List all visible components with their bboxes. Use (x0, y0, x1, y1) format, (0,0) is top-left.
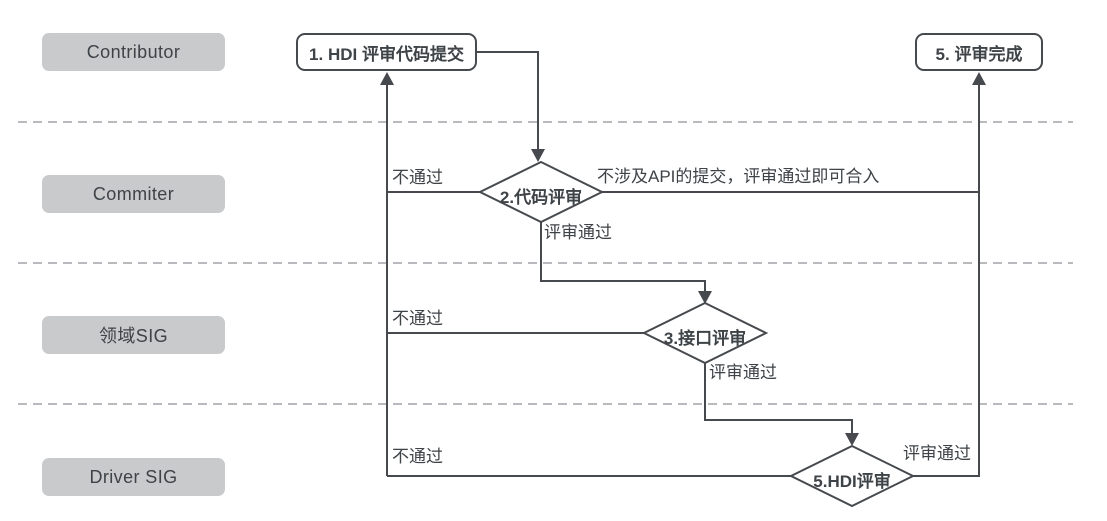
hdi-review-diamond (788, 444, 916, 508)
hdi-review-diamond-label: 5.HDI评审 (813, 472, 891, 491)
arrowhead-into-interface-review (698, 291, 712, 304)
arrowhead-into-code-review (531, 149, 545, 162)
lane-label-commiter-text: Commiter (92, 183, 175, 204)
arrowhead-into-submit (380, 72, 394, 85)
lane-label-contributor-text: Contributor (86, 41, 181, 62)
hdi-review-pass-label: 评审通过 (903, 444, 971, 463)
arrowheads (380, 72, 986, 446)
complete-node-label: 5. 评审完成 (935, 44, 1023, 64)
edge-hdi-review-pass (913, 85, 980, 477)
code-review-diamond (477, 160, 605, 224)
edge-submit-to-code-review (477, 51, 539, 150)
decision-diamonds (477, 160, 916, 508)
interface-review-pass-label: 评审通过 (709, 363, 777, 382)
code-review-diamond-label: 2.代码评审 (499, 188, 583, 207)
arrowhead-into-hdi-review (845, 433, 859, 446)
edge-interface-review-pass (704, 363, 853, 434)
hdi-review-fail-label: 不通过 (392, 447, 443, 466)
lane-separators (18, 121, 1073, 405)
interface-review-fail-label: 不通过 (392, 309, 443, 328)
connectors (386, 51, 980, 477)
submit-node: 1. HDI 评审代码提交 (296, 33, 477, 71)
no-api-note-label: 不涉及API的提交，评审通过即可合入 (597, 167, 880, 186)
lane-label-contributor: Contributor (42, 33, 225, 71)
edge-code-review-pass (540, 222, 706, 292)
lane-label-commiter: Commiter (42, 175, 225, 213)
lane-label-driver-sig: Driver SIG (42, 458, 225, 496)
lane-label-domain-sig: 领域SIG (42, 316, 225, 354)
lane-label-domain-sig-text: 领域SIG (98, 326, 168, 346)
code-review-fail-label: 不通过 (392, 168, 443, 187)
submit-node-label: 1. HDI 评审代码提交 (309, 44, 464, 64)
code-review-pass-label: 评审通过 (544, 223, 612, 242)
arrowhead-into-complete (972, 72, 986, 85)
lane-label-driver-sig-text: Driver SIG (89, 466, 178, 487)
complete-node: 5. 评审完成 (915, 33, 1043, 71)
interface-review-diamond (641, 301, 769, 365)
interface-review-diamond-label: 3.接口评审 (663, 329, 747, 348)
